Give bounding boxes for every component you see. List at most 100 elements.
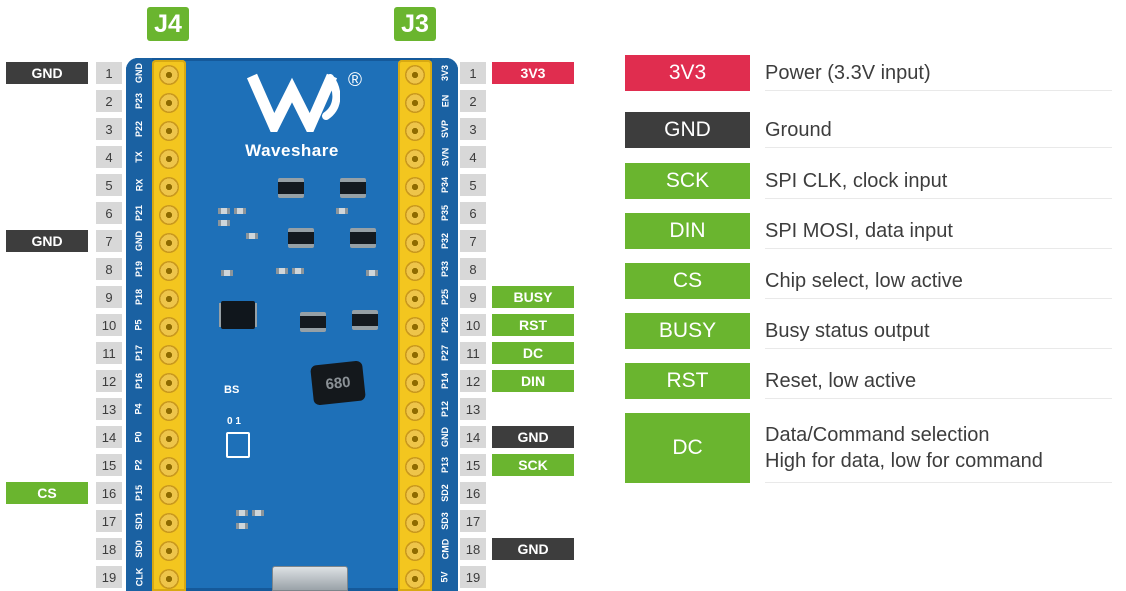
callout-gnd: GND: [6, 230, 88, 252]
smd-resistor: [252, 510, 264, 516]
pin-name-label: P5: [126, 311, 152, 339]
legend-key-cs: CS: [625, 263, 750, 299]
smd-resistor: [218, 220, 230, 226]
pin-number-right: 7: [460, 230, 486, 252]
pin-name-text: P0: [133, 431, 144, 443]
jumper-outline: [226, 432, 250, 458]
pin-name-text: P33: [439, 260, 450, 278]
silkscreen-bs: BS: [224, 384, 240, 396]
pin-number-right: 14: [460, 426, 486, 448]
pin-name-text: P2: [133, 459, 144, 471]
pin-hole: [159, 317, 179, 337]
pin-number-left: 5: [96, 174, 122, 196]
smd-transistor: [340, 178, 366, 198]
pin-name-label: P14: [432, 367, 458, 395]
callout-3v3: 3V3: [492, 62, 574, 84]
callout-din: DIN: [492, 370, 574, 392]
header-j3-label: J3: [394, 7, 436, 41]
pin-name-label: P19: [126, 255, 152, 283]
pin-name-text: P35: [439, 204, 450, 222]
legend-desc-line: Ground: [765, 118, 832, 141]
pin-name-label: SD1: [126, 507, 152, 535]
legend-description: SPI MOSI, data input: [765, 213, 1112, 249]
pin-name-label: P25: [432, 283, 458, 311]
pin-name-text: P17: [133, 344, 144, 362]
pin-name-label: 3V3: [432, 59, 458, 87]
pin-number-left: 11: [96, 342, 122, 364]
legend-description: Chip select, low active: [765, 263, 1112, 299]
pin-name-label: SD3: [432, 507, 458, 535]
pin-name-label: SD2: [432, 479, 458, 507]
pin-hole: [405, 541, 425, 561]
pin-number-right: 18: [460, 538, 486, 560]
smd-resistor: [276, 268, 288, 274]
pin-hole: [405, 457, 425, 477]
pin-name-text: SD1: [133, 512, 144, 530]
pin-name-label: P12: [432, 395, 458, 423]
smd-transistor: [350, 228, 376, 248]
pin-name-text: P26: [439, 316, 450, 334]
pin-name-text: P21: [133, 204, 144, 222]
pin-name-label: GND: [126, 59, 152, 87]
pin-name-text: P34: [439, 176, 450, 194]
legend-row-cs: CS Chip select, low active: [625, 263, 1112, 299]
pin-name-label: P15: [126, 479, 152, 507]
pin-name-text: SD3: [439, 512, 450, 530]
callout-rst: RST: [492, 314, 574, 336]
legend-desc-line: High for data, low for command: [765, 449, 1043, 472]
pin-name-text: EN: [439, 94, 450, 108]
pin-name-text: P15: [133, 484, 144, 502]
pin-number-right: 19: [460, 566, 486, 588]
legend-description: Busy status output: [765, 313, 1112, 349]
pin-hole: [159, 121, 179, 141]
legend-description: Ground: [765, 112, 1112, 148]
legend-desc-line: Chip select, low active: [765, 269, 963, 292]
pin-hole: [405, 373, 425, 393]
pin-hole: [405, 261, 425, 281]
pin-number-right: 1: [460, 62, 486, 84]
pin-number-right: 9: [460, 286, 486, 308]
pin-name-text: CLK: [134, 567, 144, 587]
inductor-component: 680: [310, 360, 366, 406]
pin-name-label: EN: [432, 87, 458, 115]
pin-hole: [405, 429, 425, 449]
pin-name-text: SVN: [439, 147, 450, 167]
pin-number-right: 12: [460, 370, 486, 392]
pin-name-label: GND: [432, 423, 458, 451]
pin-name-text: CMD: [440, 538, 450, 560]
legend-description: Reset, low active: [765, 363, 1112, 399]
pin-name-label: P13: [432, 451, 458, 479]
pin-hole: [159, 289, 179, 309]
pin-name-text: P4: [133, 403, 144, 415]
pin-name-text: SD0: [133, 540, 144, 558]
pin-name-label: P22: [126, 115, 152, 143]
pin-number-right: 16: [460, 482, 486, 504]
pin-name-label: P0: [126, 423, 152, 451]
smd-resistor: [234, 208, 246, 214]
pin-number-right: 11: [460, 342, 486, 364]
pin-name-label: P18: [126, 283, 152, 311]
pin-name-text: P19: [133, 260, 144, 278]
smd-resistor: [366, 270, 378, 276]
pin-name-label: CLK: [126, 563, 152, 591]
pin-hole: [405, 401, 425, 421]
pin-hole: [405, 485, 425, 505]
pin-number-left: 1: [96, 62, 122, 84]
legend-desc-line: Busy status output: [765, 319, 930, 342]
pin-name-label: RX: [126, 171, 152, 199]
smd-ic: [221, 301, 255, 329]
pin-name-text: P13: [439, 456, 450, 474]
smd-transistor: [300, 312, 326, 332]
pin-hole: [405, 345, 425, 365]
pin-number-right: 15: [460, 454, 486, 476]
legend-key-din: DIN: [625, 213, 750, 249]
pin-number-left: 6: [96, 202, 122, 224]
legend-key-sck: SCK: [625, 163, 750, 199]
pin-name-label: P33: [432, 255, 458, 283]
pin-name-text: GND: [134, 231, 144, 251]
pin-name-text: P5: [133, 319, 144, 331]
pin-number-right: 4: [460, 146, 486, 168]
